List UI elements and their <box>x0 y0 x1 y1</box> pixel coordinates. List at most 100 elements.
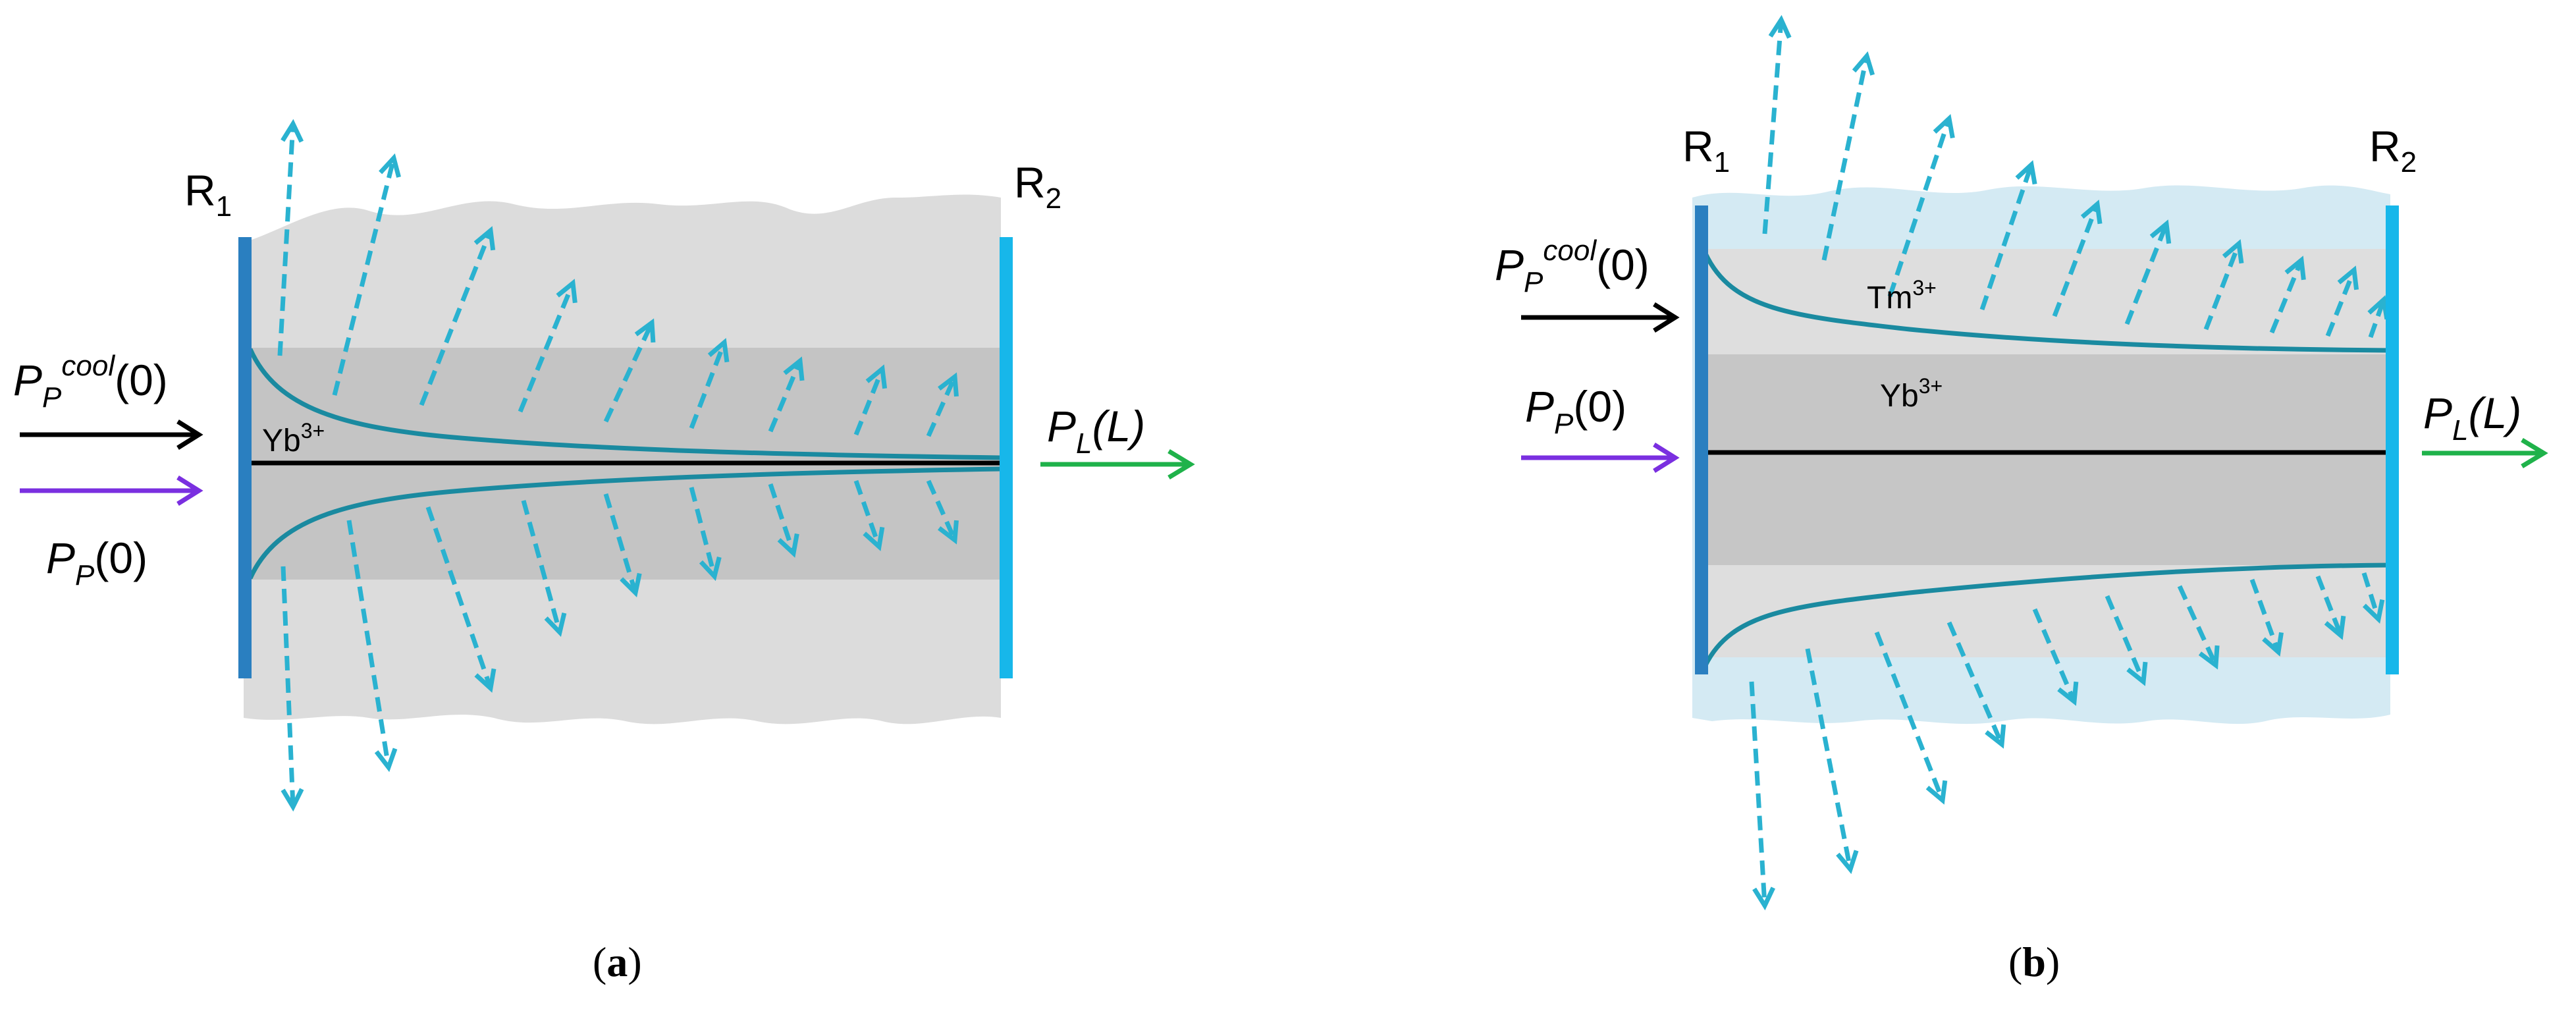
label-arg: (0) <box>1596 240 1650 289</box>
mirror-r2-b <box>2386 205 2399 674</box>
mirror-r1-b <box>1695 205 1708 674</box>
laser-arrowhead-b <box>2521 438 2548 468</box>
emitted-light-arrow <box>1887 114 1955 298</box>
pump-arrowhead-b <box>1653 443 1680 473</box>
label-sub: L <box>1076 427 1092 460</box>
label-base: P <box>1525 382 1554 431</box>
label-sub: P <box>1524 266 1543 298</box>
ion-base: Yb <box>262 423 301 458</box>
input-cool-label-a: PPcool(0) <box>13 350 168 414</box>
label-sup: cool <box>1543 234 1597 267</box>
ion-inner-label-b: Yb3+ <box>1880 374 1943 414</box>
mirror-r1-a <box>238 237 252 678</box>
emitted-light-arrow <box>603 318 656 423</box>
label-base: P <box>46 533 75 582</box>
emitted-light-arrow <box>1979 160 2037 311</box>
label-arg: (0) <box>1573 382 1626 431</box>
caption-letter: b <box>2022 939 2046 985</box>
label-arg: (0) <box>94 533 148 582</box>
emitted-arrows-up-b <box>1762 14 2390 339</box>
emitted-light-arrow <box>2052 200 2103 317</box>
emitted-arrows-down-b <box>1749 572 2385 911</box>
emitted-light-arrow <box>1821 51 1875 261</box>
emitted-light-arrow <box>419 226 496 406</box>
label-base: P <box>2423 389 2452 437</box>
mirror-r2-a <box>1000 237 1013 678</box>
emitted-light-arrow <box>689 487 722 582</box>
caption-letter: a <box>606 939 628 985</box>
emitted-arrows-down-a <box>281 479 959 812</box>
caption-a: (a) <box>593 939 642 985</box>
ion-outer-label-b: Tm3+ <box>1867 276 1937 315</box>
mirror-r1-base: R <box>184 166 216 215</box>
label-base: P <box>1047 402 1076 450</box>
laser-arrowhead-a <box>1167 449 1195 479</box>
emitted-light-arrow <box>2124 219 2172 325</box>
ion-sup: 3+ <box>301 419 325 443</box>
profile-curve-lower-a <box>248 466 1002 580</box>
ion-sup: 3+ <box>1912 276 1936 300</box>
mirror-r2-label-b: R2 <box>2369 122 2417 178</box>
emitted-light-arrow <box>332 153 401 396</box>
mirror-r1-sub: 1 <box>1714 146 1730 178</box>
emitted-light-arrow <box>1946 621 2006 749</box>
emitted-light-arrow <box>1762 14 1792 234</box>
output-label-a: PL(L) <box>1047 402 1145 460</box>
emitted-light-arrow <box>603 493 642 597</box>
label-sub: P <box>42 381 62 414</box>
pump-arrowhead-a <box>176 476 203 506</box>
input-pump-label-b: PP(0) <box>1525 382 1626 440</box>
mirror-r2-base: R <box>2369 122 2401 171</box>
output-label-b: PL(L) <box>2423 389 2521 447</box>
fiber-core-inner-b <box>1705 354 2390 565</box>
emitted-light-arrow <box>2177 585 2220 670</box>
emitted-light-arrow <box>346 520 398 773</box>
mirror-r2-base: R <box>1014 158 1046 207</box>
mirror-r2-label-a: R2 <box>1014 158 1061 215</box>
mirror-r1-sub: 1 <box>216 190 232 223</box>
emitted-light-arrow <box>768 483 799 558</box>
emitted-light-arrow <box>521 500 567 638</box>
label-sub: P <box>75 559 95 591</box>
emitted-light-arrow <box>281 566 304 812</box>
emitted-light-arrow <box>1805 648 1859 875</box>
emitted-light-arrow <box>2269 256 2306 334</box>
label-arg: (0) <box>115 356 168 404</box>
emitted-light-arrow <box>853 479 885 551</box>
emitted-light-arrow <box>1749 681 1775 911</box>
emitted-light-arrow <box>926 479 959 545</box>
emitted-light-arrow <box>926 372 959 437</box>
mirror-r1-base: R <box>1682 122 1714 171</box>
mirror-r2-sub: 2 <box>1046 182 1061 215</box>
label-base: P <box>1495 240 1524 289</box>
emitted-light-arrow <box>689 338 730 429</box>
label-sub: P <box>1554 408 1574 440</box>
input-pump-label-a: PP(0) <box>46 533 148 591</box>
label-sup: cool <box>61 350 115 382</box>
emitted-light-arrow <box>2249 578 2284 657</box>
label-sub: L <box>2452 414 2468 447</box>
label-arg: (L) <box>2469 389 2522 437</box>
caption-b: (b) <box>2008 939 2060 985</box>
emitted-light-arrow <box>768 356 805 433</box>
ion-base: Yb <box>1880 379 1919 414</box>
label-base: P <box>13 356 42 404</box>
emitted-light-arrow <box>2325 265 2359 337</box>
profile-curve-lower-b <box>1703 562 2391 667</box>
mirror-r1-label-a: R1 <box>184 166 232 223</box>
cool-arrowhead-a <box>176 420 203 450</box>
emitted-light-arrow <box>518 279 577 413</box>
panel-a: R1 R2 PPcool(0) PP(0) PL(L) Yb3+ (a) <box>13 119 1195 985</box>
mirror-r1-label-b: R1 <box>1682 122 1730 178</box>
emitted-light-arrow <box>277 119 304 356</box>
emitted-light-arrow <box>2105 595 2148 686</box>
profile-curve-upper-b <box>1703 252 2391 353</box>
emitted-light-arrow <box>853 364 888 436</box>
emitted-arrows-up-a <box>277 119 959 437</box>
emitted-light-arrow <box>2032 608 2079 706</box>
cool-arrowhead-b <box>1653 302 1680 333</box>
panel-b: R1 R2 PPcool(0) PP(0) PL(L) Tm3+ Yb3+ (b… <box>1495 14 2548 985</box>
mirror-r2-sub: 2 <box>2401 146 2417 178</box>
ion-base: Tm <box>1867 281 1912 315</box>
